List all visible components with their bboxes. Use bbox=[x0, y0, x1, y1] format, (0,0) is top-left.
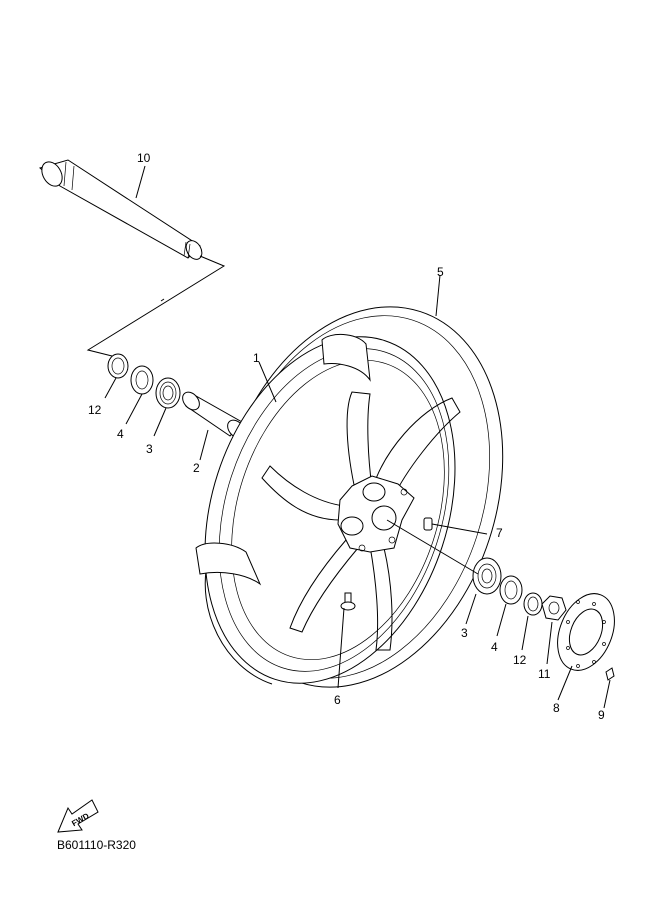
callout-2: 2 bbox=[193, 461, 200, 475]
callout-10: 10 bbox=[137, 151, 151, 165]
callout-7: 7 bbox=[496, 526, 503, 540]
part-7-balance-weight bbox=[423, 517, 433, 531]
assembly-path-lines bbox=[86, 255, 226, 357]
part-12-collar-left bbox=[107, 353, 129, 379]
part-3-bearing-right bbox=[472, 557, 502, 595]
part-12-collar-right bbox=[523, 592, 543, 616]
part-11-nut bbox=[541, 595, 567, 621]
callout-3-left: 3 bbox=[146, 442, 153, 456]
part-3-bearing-left bbox=[155, 377, 181, 409]
callout-labels: 10 12 4 3 2 1 5 7 6 3 4 12 11 8 9 bbox=[88, 151, 605, 722]
part-6-valve bbox=[340, 592, 356, 611]
callout-12-right: 12 bbox=[513, 653, 527, 667]
leader-lines bbox=[104, 165, 611, 709]
callout-6: 6 bbox=[334, 693, 341, 707]
part-10-axle bbox=[38, 159, 203, 260]
callout-8: 8 bbox=[553, 701, 560, 715]
part-8-sensor-rotor bbox=[557, 593, 615, 671]
callout-12-left: 12 bbox=[88, 403, 102, 417]
part-4-oil-seal-left bbox=[130, 365, 154, 395]
callout-1: 1 bbox=[253, 351, 260, 365]
callout-5: 5 bbox=[437, 265, 444, 279]
callout-9: 9 bbox=[598, 708, 605, 722]
drawing-code: B601110-R320 bbox=[57, 838, 136, 852]
part-9-screw bbox=[605, 667, 615, 681]
callout-11: 11 bbox=[538, 667, 551, 681]
part-4-oil-seal-right bbox=[499, 575, 523, 605]
callout-3-right: 3 bbox=[461, 626, 468, 640]
callout-4-right: 4 bbox=[491, 640, 498, 654]
fwd-arrow-icon: FWD bbox=[57, 799, 99, 833]
callout-4-left: 4 bbox=[117, 427, 124, 441]
part-1-wheel bbox=[195, 334, 461, 684]
